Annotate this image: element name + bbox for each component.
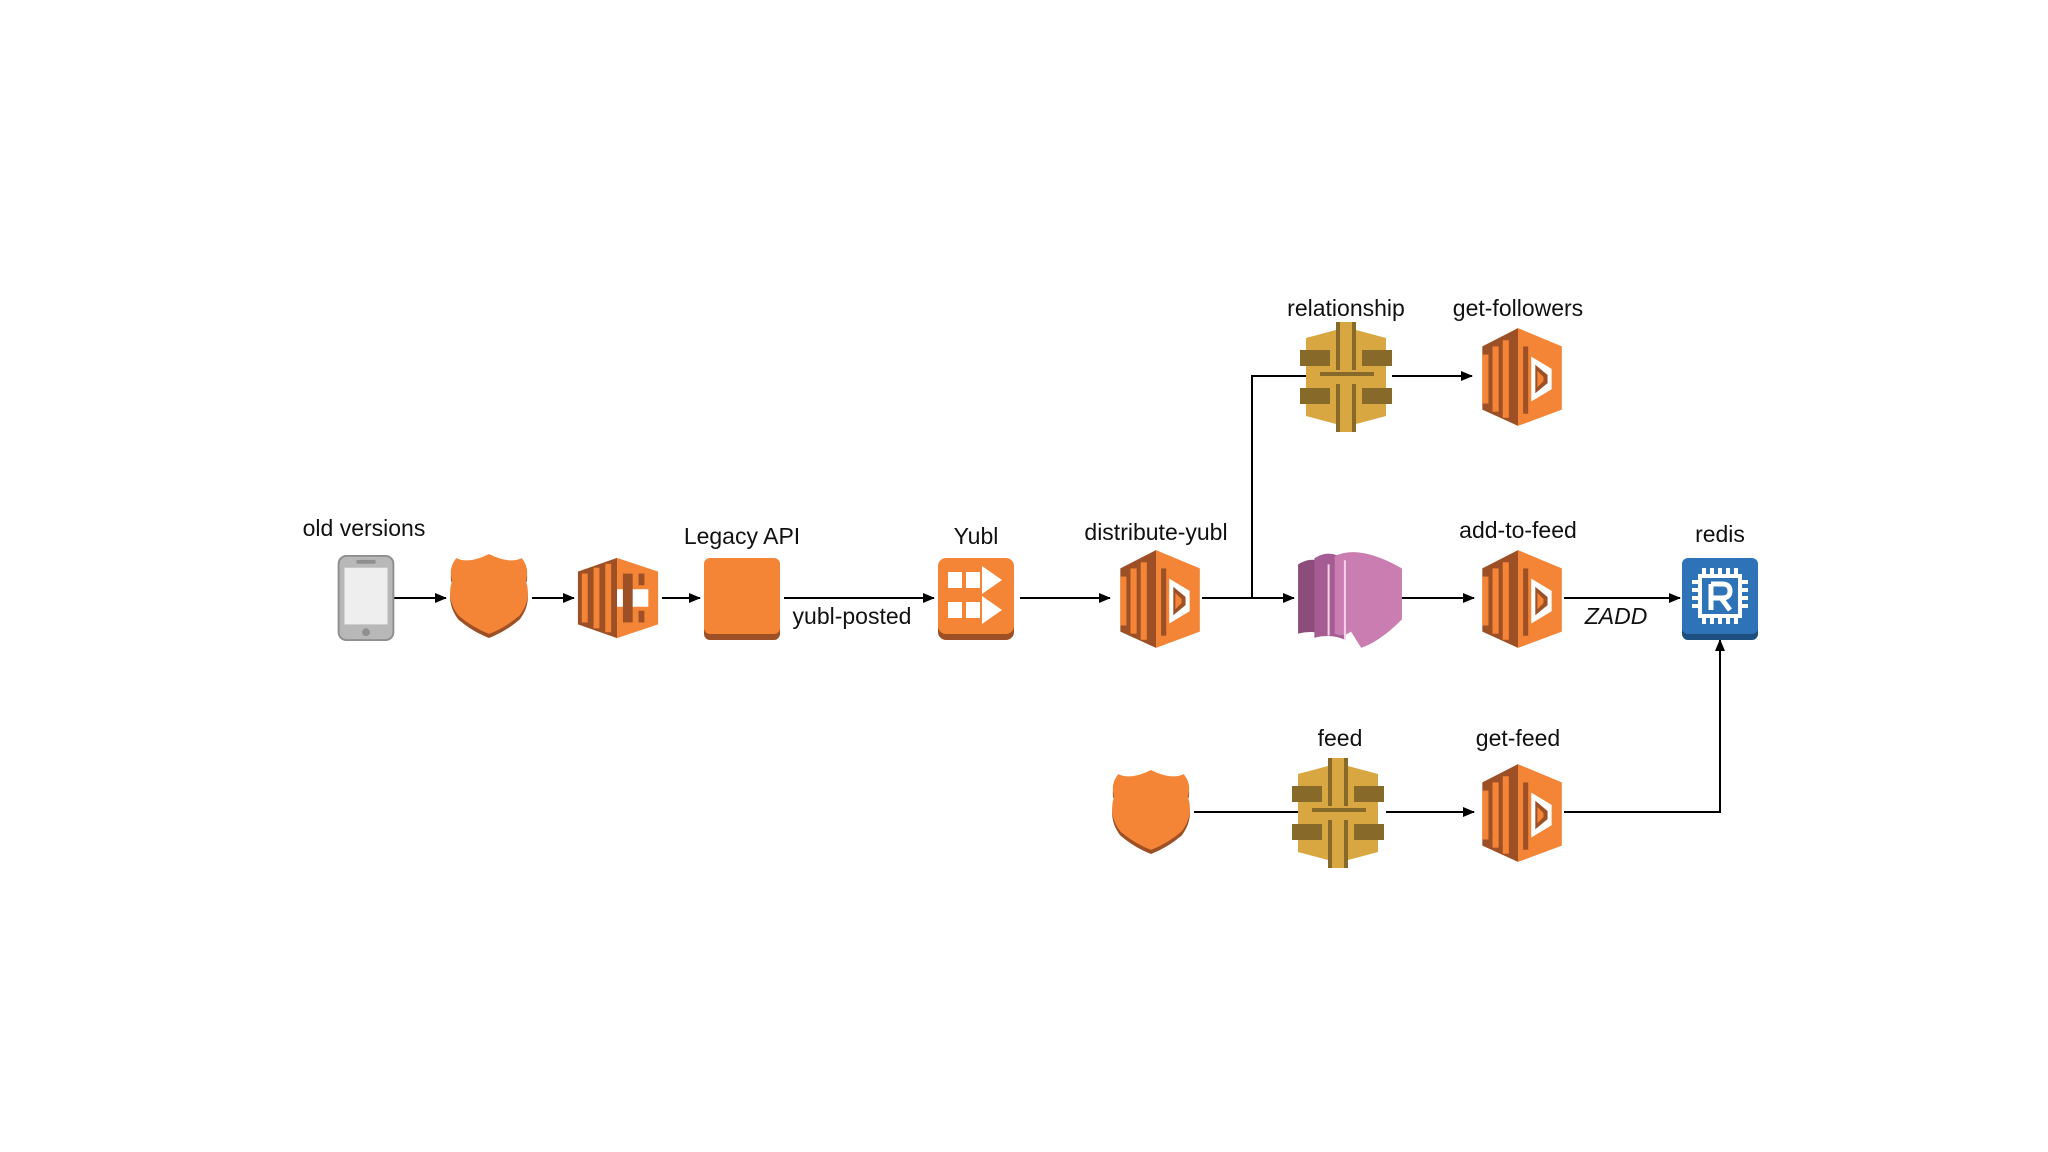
- node-redis[interactable]: [1682, 558, 1758, 640]
- node-add-to-feed[interactable]: [1482, 550, 1562, 648]
- node-distribute-yubl[interactable]: [1120, 550, 1200, 648]
- label-get-feed: get-feed: [1476, 725, 1560, 751]
- label-legacy-api: Legacy API: [684, 523, 800, 549]
- node-old-versions[interactable]: [337, 554, 395, 642]
- label-get-followers: get-followers: [1453, 295, 1583, 321]
- api-gateway-icon: [1300, 322, 1392, 432]
- label-redis: redis: [1695, 521, 1745, 547]
- redis-cache-icon: [1682, 558, 1758, 640]
- node-get-followers[interactable]: [1482, 328, 1562, 426]
- elastic-load-balancer-icon: [577, 557, 659, 639]
- lambda-function-icon: [1482, 328, 1562, 426]
- edge-label-yubl-posted: yubl-posted: [793, 603, 912, 629]
- cloudfront-shield-icon: [450, 554, 528, 638]
- node-yubl[interactable]: [938, 558, 1014, 640]
- label-old-versions: old versions: [303, 515, 426, 541]
- cloudfront-shield-icon: [1112, 770, 1190, 854]
- label-add-to-feed: add-to-feed: [1459, 517, 1577, 543]
- kinesis-stream-icon: [1297, 551, 1403, 649]
- node-feed-shield[interactable]: [1112, 770, 1190, 854]
- edge-distribute-to-relationship: [1251, 371, 1333, 598]
- mobile-phone-icon: [337, 554, 395, 642]
- node-kinesis[interactable]: [1297, 551, 1403, 649]
- node-labels: old versions Legacy API Yubl distribute-…: [303, 295, 1745, 751]
- edge-get-feed-to-redis: [1564, 639, 1725, 813]
- node-load-balancer[interactable]: [577, 557, 659, 639]
- edge-labels: yubl-posted ZADD: [793, 603, 1648, 629]
- lambda-function-icon: [1482, 550, 1562, 648]
- lambda-function-icon: [1482, 764, 1562, 862]
- node-legacy-api[interactable]: [704, 558, 780, 640]
- sns-topic-icon: [938, 558, 1014, 640]
- ec2-instance-icon: [704, 558, 780, 640]
- edge-label-zadd: ZADD: [1584, 603, 1648, 629]
- api-gateway-icon: [1292, 758, 1384, 868]
- label-distribute-yubl: distribute-yubl: [1084, 519, 1227, 545]
- node-feed[interactable]: [1292, 758, 1384, 868]
- node-shield[interactable]: [450, 554, 528, 638]
- node-get-feed[interactable]: [1482, 764, 1562, 862]
- lambda-function-icon: [1120, 550, 1200, 648]
- node-relationship[interactable]: [1300, 322, 1392, 432]
- edges: [394, 371, 1725, 817]
- label-yubl: Yubl: [954, 523, 999, 549]
- label-feed: feed: [1318, 725, 1363, 751]
- label-relationship: relationship: [1287, 295, 1405, 321]
